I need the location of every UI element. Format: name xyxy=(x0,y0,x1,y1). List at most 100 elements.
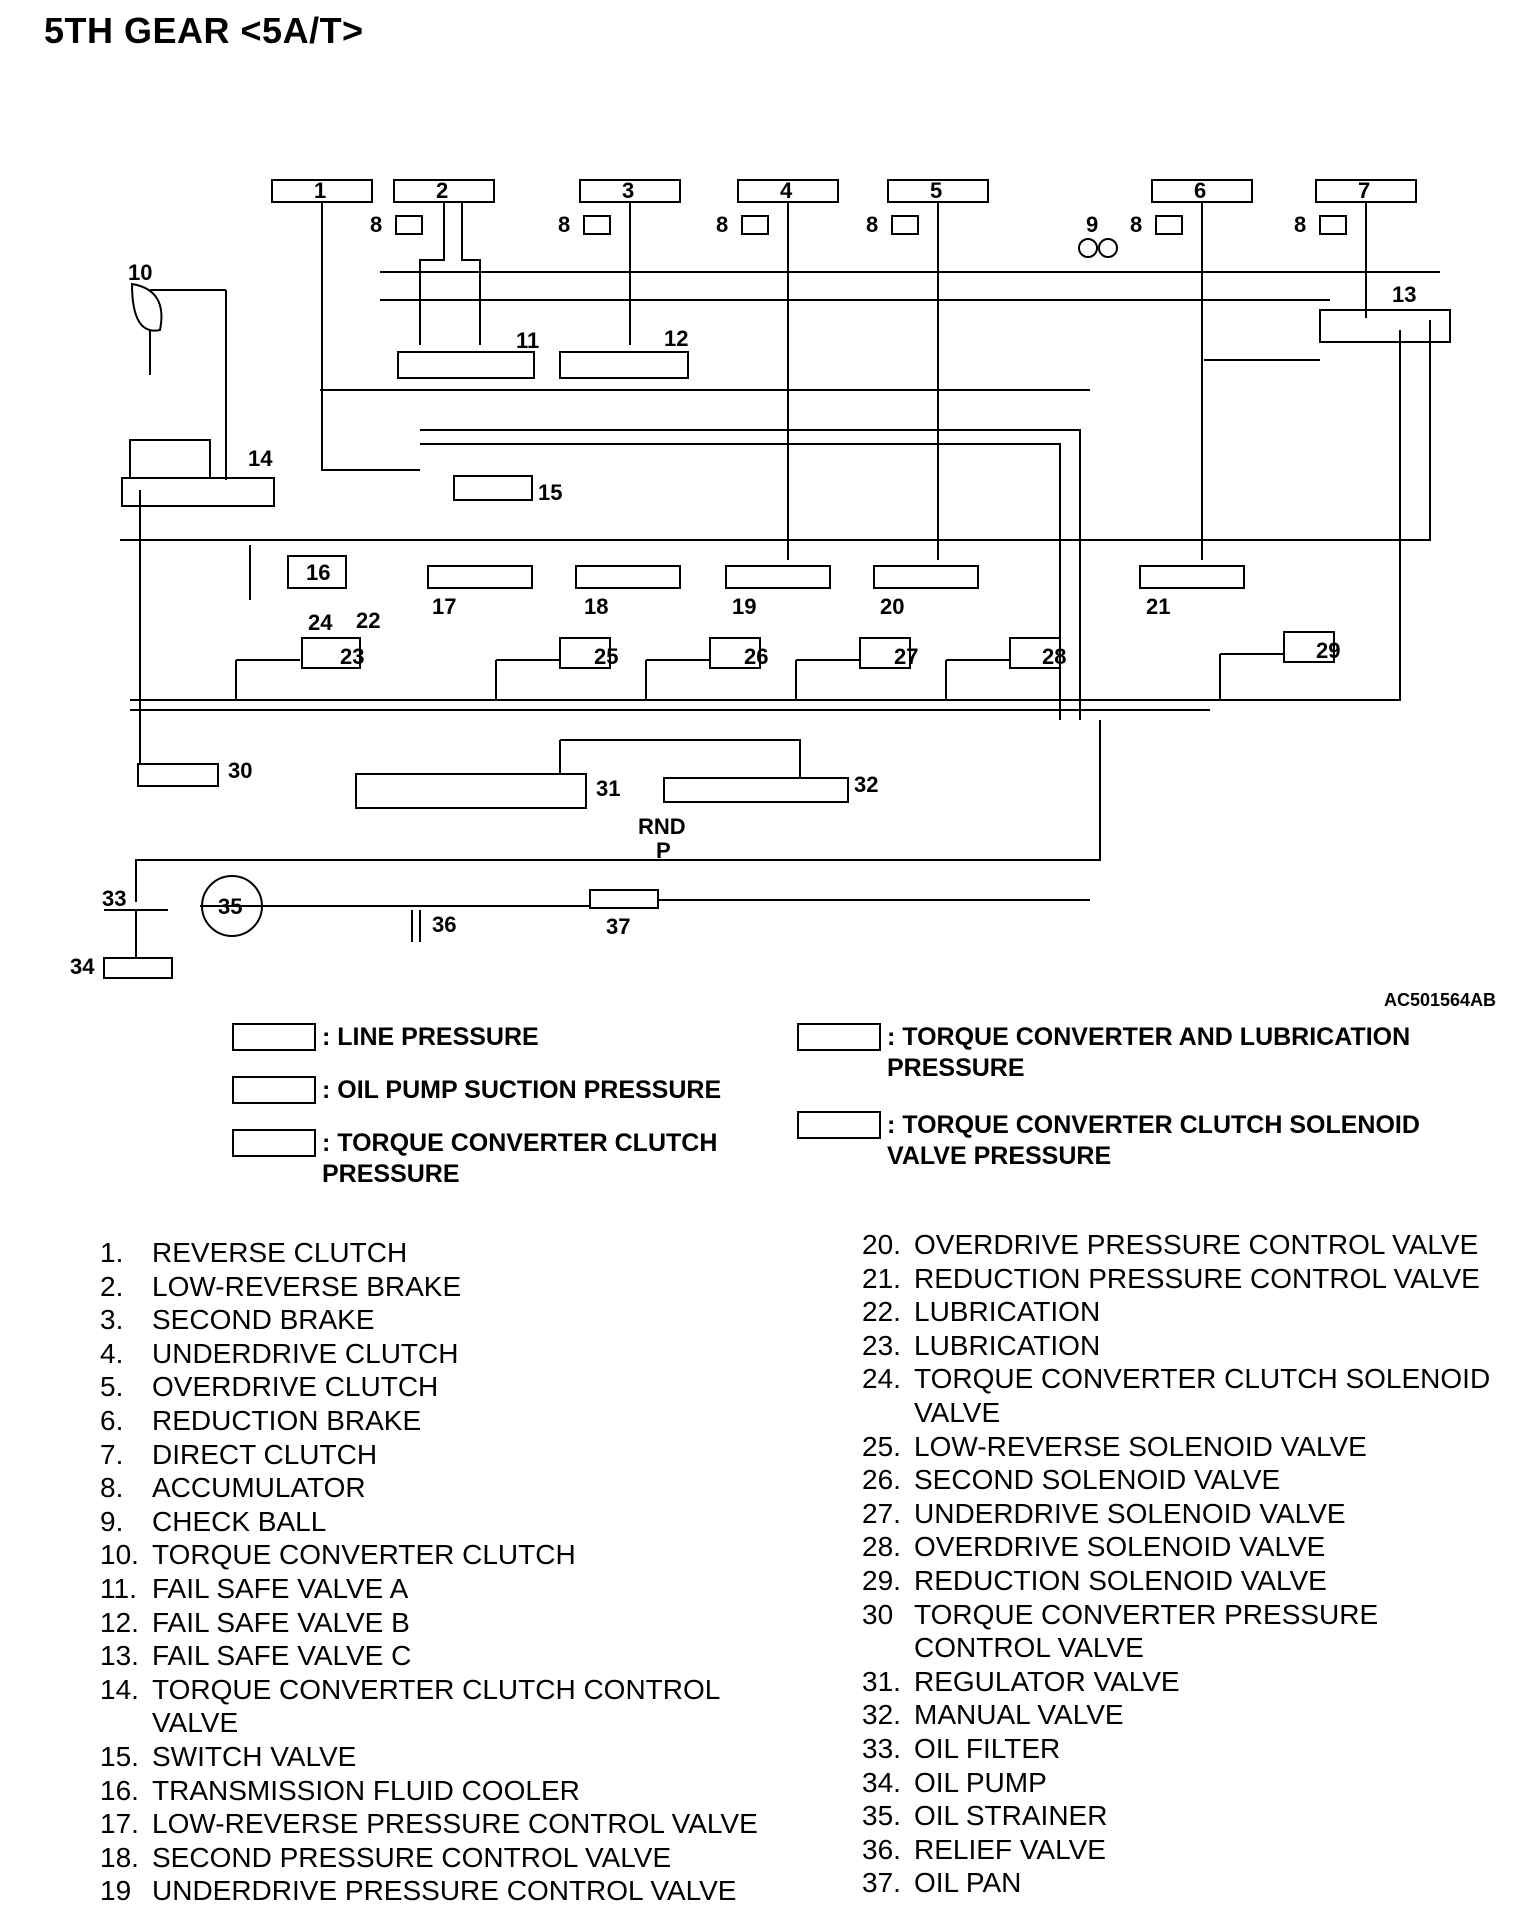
second-solenoid-valve xyxy=(709,637,761,669)
part-name: UNDERDRIVE CLUTCH xyxy=(152,1337,459,1369)
parts-list-item: 37.OIL PAN xyxy=(862,1866,1490,1900)
legend-swatch xyxy=(232,1129,316,1157)
part-number: 37. xyxy=(862,1867,901,1899)
reduction-pressure-control-valve xyxy=(1139,565,1245,589)
part-number: 17. xyxy=(100,1808,139,1840)
parts-list-item: 25. LOW-REVERSE SOLENOID VALVE xyxy=(862,1430,1490,1464)
parts-list-item: 35.OIL STRAINER xyxy=(862,1799,1490,1833)
parts-list-item: 6.REDUCTION BRAKE xyxy=(100,1404,758,1438)
label-8c: 8 xyxy=(716,212,728,237)
label-26: 26 xyxy=(744,644,768,669)
parts-list-item: 24.TORQUE CONVERTER CLUTCH SOLENOID VALV… xyxy=(862,1362,1490,1429)
accumulator xyxy=(891,215,919,235)
part-name: SECOND BRAKE xyxy=(152,1304,375,1336)
part-number: 26. xyxy=(862,1464,901,1496)
figure-code: AC501564AB xyxy=(1384,990,1496,1010)
label-12: 12 xyxy=(664,326,688,351)
label-25: 25 xyxy=(594,644,618,669)
transmission-fluid-cooler xyxy=(287,555,347,589)
part-name: TORQUE CONVERTER CLUTCH xyxy=(152,1539,576,1571)
label-17: 17 xyxy=(432,594,456,619)
label-p: P xyxy=(656,838,671,863)
parts-list-item: 27.UNDERDRIVE SOLENOID VALVE xyxy=(862,1497,1490,1531)
oil-pan xyxy=(589,889,659,909)
part-name: LOW-REVERSE SOLENOID VALVE xyxy=(914,1430,1367,1462)
oil-filter xyxy=(104,909,168,942)
part-number: 29. xyxy=(862,1564,901,1596)
part-name: LUBRICATION xyxy=(914,1296,1101,1328)
part-number: 34. xyxy=(862,1766,901,1798)
diagram-labels: 1 2 3 4 5 6 7 8 8 8 8 8 8 9 10 11 12 13 … xyxy=(70,178,1496,1010)
part-name: OIL PUMP xyxy=(914,1766,1047,1798)
part-name: TORQUE CONVERTER CLUTCH SOLENOID VALVE xyxy=(914,1363,1491,1428)
fail-safe-valve-c xyxy=(1319,309,1451,343)
torque-converter-clutch xyxy=(130,282,163,332)
label-11: 11 xyxy=(516,328,539,353)
accumulator xyxy=(395,215,423,235)
label-2: 2 xyxy=(436,178,448,203)
label-7: 7 xyxy=(1358,178,1370,203)
label-28: 28 xyxy=(1042,644,1066,669)
legend-label: : TORQUE CONVERTER CLUTCH SOLENOID VALVE… xyxy=(887,1111,1420,1170)
switch-valve xyxy=(453,475,533,501)
part-number: 20. xyxy=(862,1229,901,1260)
fail-safe-valve-a xyxy=(397,351,535,379)
legend-line-pressure: : LINE PRESSURE xyxy=(232,1022,539,1053)
low-reverse-solenoid-valve xyxy=(559,637,611,669)
part-name: FAIL SAFE VALVE A xyxy=(152,1572,409,1604)
part-name: MANUAL VALVE xyxy=(914,1699,1124,1731)
part-number: 1. xyxy=(100,1237,124,1268)
part-number: 18. xyxy=(100,1841,139,1873)
legend-tcc-pressure: : TORQUE CONVERTER CLUTCH PRESSURE xyxy=(232,1128,717,1190)
part-name: OIL STRAINER xyxy=(914,1800,1108,1832)
part-number: 25. xyxy=(862,1430,901,1462)
parts-list-item: 11.FAIL SAFE VALVE A xyxy=(100,1572,758,1606)
part-name: ACCUMULATOR xyxy=(152,1472,366,1504)
part-number: 6. xyxy=(100,1404,124,1436)
part-number: 14. xyxy=(100,1673,139,1705)
part-name: DIRECT CLUTCH xyxy=(152,1438,378,1470)
part-name: FAIL SAFE VALVE B xyxy=(152,1606,410,1638)
label-31: 31 xyxy=(596,776,620,801)
parts-list-item: 13.FAIL SAFE VALVE C xyxy=(100,1639,758,1673)
part-number: 5. xyxy=(100,1371,124,1403)
parts-list-item: 5.OVERDRIVE CLUTCH xyxy=(100,1370,758,1404)
label-34: 34 xyxy=(70,954,95,979)
tc-pressure-control-valve xyxy=(137,763,219,787)
legend-swatch xyxy=(232,1076,316,1104)
label-5: 5 xyxy=(930,178,942,203)
label-30: 30 xyxy=(228,758,252,783)
legend-swatch xyxy=(797,1023,881,1051)
label-8f: 8 xyxy=(1294,212,1306,237)
label-1: 1 xyxy=(314,178,326,203)
part-name: UNDERDRIVE SOLENOID VALVE xyxy=(914,1497,1346,1529)
accumulator xyxy=(583,215,611,235)
parts-list-item: 3. SECOND BRAKE xyxy=(100,1303,758,1337)
legend-label: : TORQUE CONVERTER CLUTCH PRESSURE xyxy=(322,1129,718,1188)
part-number: 16. xyxy=(100,1774,139,1806)
parts-list-item: 26.SECOND SOLENOID VALVE xyxy=(862,1463,1490,1497)
part-name: TRANSMISSION FLUID COOLER xyxy=(152,1774,580,1806)
parts-list-item: 8.ACCUMULATOR xyxy=(100,1471,758,1505)
parts-list-item: 28.OVERDRIVE SOLENOID VALVE xyxy=(862,1530,1490,1564)
accumulator xyxy=(1319,215,1347,235)
underdrive-pressure-control-valve xyxy=(725,565,831,589)
part-name: TORQUE CONVERTER CLUTCH CONTROL VALVE xyxy=(152,1673,721,1739)
label-4: 4 xyxy=(780,178,793,203)
check-ball xyxy=(1098,238,1118,258)
page-title: 5TH GEAR <5A/T> xyxy=(44,10,364,51)
legend-oil-pump-suction: : OIL PUMP SUCTION PRESSURE xyxy=(232,1075,721,1106)
underdrive-solenoid-valve xyxy=(859,637,911,669)
part-number: 21. xyxy=(862,1262,901,1294)
label-6: 6 xyxy=(1194,178,1206,203)
label-8e: 8 xyxy=(1130,212,1142,237)
part-number: 3. xyxy=(100,1304,124,1336)
part-number: 28. xyxy=(862,1531,901,1563)
legend-label: : LINE PRESSURE xyxy=(322,1023,539,1051)
label-21: 21 xyxy=(1146,594,1170,619)
parts-list-item: 2.LOW-REVERSE BRAKE xyxy=(100,1270,758,1304)
part-number: 12. xyxy=(100,1606,139,1638)
